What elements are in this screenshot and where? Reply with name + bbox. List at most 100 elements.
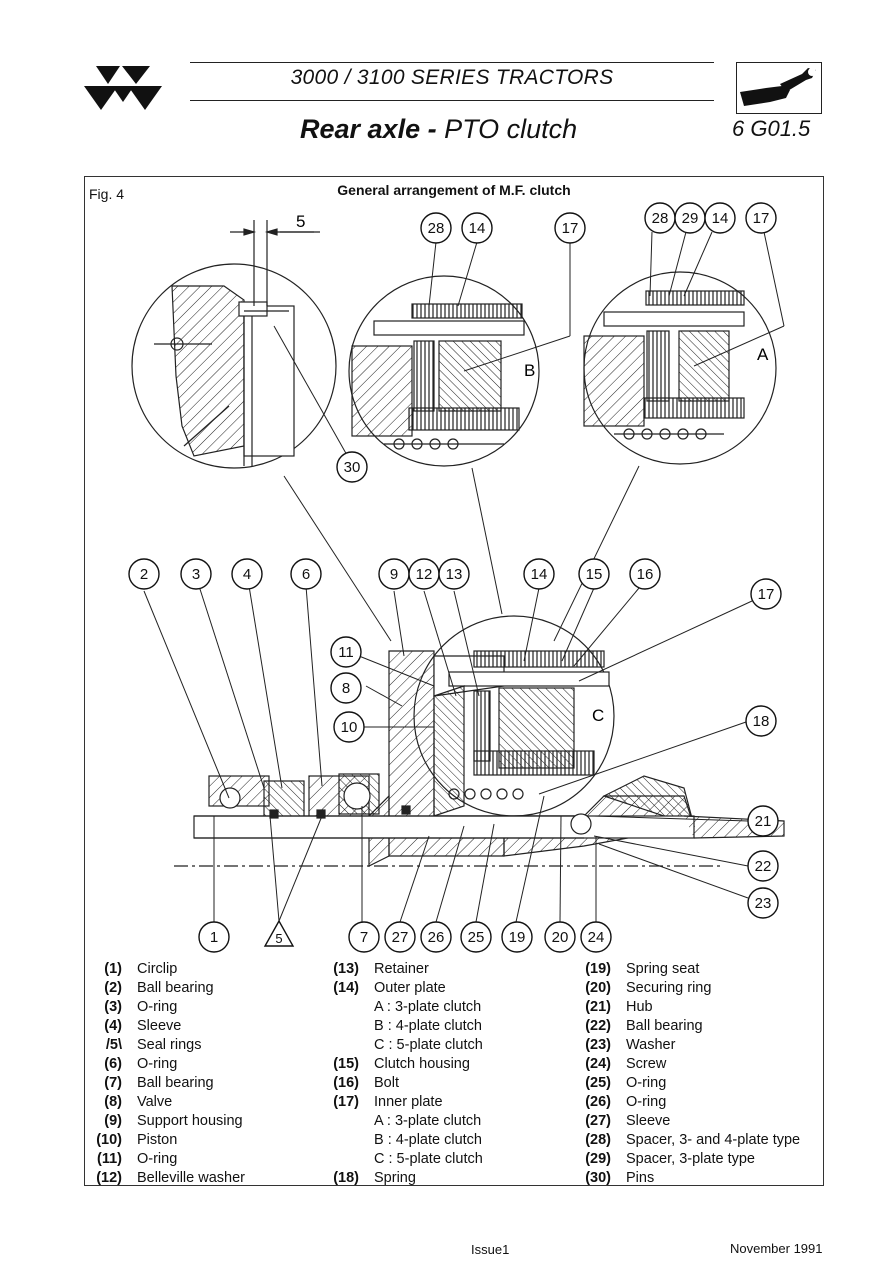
callout-15: 15 (586, 566, 603, 583)
legend-text: Ball bearing (626, 1018, 703, 1034)
legend-number: (29) (585, 1151, 611, 1167)
callout-14: 14 (531, 566, 548, 583)
legend-number: (26) (585, 1094, 611, 1110)
legend-text: Spacer, 3- and 4-plate type (626, 1132, 801, 1148)
legend-text: C : 5-plate clutch (374, 1037, 483, 1053)
legend-number: /5\ (105, 1037, 122, 1053)
legend-text: Seal rings (137, 1037, 202, 1053)
callout-10: 10 (341, 719, 358, 736)
callout-11: 11 (338, 644, 354, 661)
legend-text: Spacer, 3-plate type (626, 1151, 755, 1167)
callout-5: 5 (275, 931, 282, 946)
legend-text: B : 4-plate clutch (374, 1132, 482, 1148)
callout-30: 30 (344, 459, 361, 476)
legend-text: Sleeve (626, 1113, 671, 1129)
main-assembly-section (174, 615, 785, 867)
legend-number: (24) (585, 1056, 611, 1072)
legend-text: O-ring (137, 999, 178, 1015)
legend-text: Bolt (374, 1075, 399, 1091)
legend-number: (7) (104, 1075, 122, 1091)
callout-9: 9 (390, 566, 398, 583)
detail-circle-b (348, 275, 540, 467)
legend-number: (12) (96, 1170, 122, 1186)
legend-text: Spring seat (626, 961, 700, 977)
legend-number: (28) (585, 1132, 611, 1148)
legend-number: (8) (104, 1094, 122, 1110)
legend-text: O-ring (626, 1075, 667, 1091)
legend-number: (3) (104, 999, 122, 1015)
legend-number: (21) (585, 999, 611, 1015)
callout-14-b: 14 (469, 220, 486, 237)
callout-22: 22 (755, 858, 772, 875)
callout-8: 8 (342, 680, 350, 697)
callout-28-b: 28 (428, 220, 445, 237)
legend-text: O-ring (626, 1094, 667, 1110)
figure-label: Fig. 4 (89, 186, 125, 202)
callout-17: 17 (758, 586, 775, 603)
legend-number: (19) (585, 961, 611, 977)
legend-text: Outer plate (374, 980, 446, 996)
clutch-cross-section-drawing: 5 B A (128, 202, 785, 953)
legend-text: Pins (626, 1170, 655, 1186)
detail-letter-b: B (524, 361, 535, 380)
legend-number: (11) (97, 1151, 122, 1167)
legend-number: (20) (585, 980, 611, 996)
section-title: Rear axle - PTO clutch (300, 114, 578, 144)
footer-issue: Issue1 (471, 1242, 510, 1257)
figure-frame (84, 176, 824, 1186)
legend-text: B : 4-plate clutch (374, 1018, 482, 1034)
dimension-label: 5 (296, 212, 305, 231)
callout-2: 2 (140, 566, 148, 583)
detail-letter-c: C (592, 706, 604, 725)
legend-text: Valve (137, 1094, 173, 1110)
legend-number: (25) (585, 1075, 611, 1091)
legend-text: Securing ring (626, 980, 712, 996)
workshop-hand-wrench-icon (736, 62, 822, 114)
brand-logo-icon (84, 66, 162, 110)
figure-title: General arrangement of M.F. clutch (337, 182, 571, 198)
legend-text: Sleeve (137, 1018, 182, 1034)
detail-circle-pins (131, 220, 337, 469)
legend-text: Clutch housing (374, 1056, 470, 1072)
callout-24: 24 (588, 929, 605, 946)
legend-text: Piston (137, 1132, 178, 1148)
callout-7: 7 (360, 929, 368, 946)
callout-20: 20 (552, 929, 569, 946)
legend-text: C : 5-plate clutch (374, 1151, 483, 1167)
legend-text: Ball bearing (137, 1075, 214, 1091)
series-title: 3000 / 3100 SERIES TRACTORS (290, 66, 614, 89)
legend-text: Ball bearing (137, 980, 214, 996)
legend-text: Screw (626, 1056, 667, 1072)
legend-text: Belleville washer (137, 1170, 245, 1186)
legend-number: (10) (96, 1132, 122, 1148)
detail-circle-a (583, 271, 777, 465)
callout-28-a: 28 (652, 210, 669, 227)
callout-14-a: 14 (712, 210, 729, 227)
legend-text: Washer (626, 1037, 676, 1053)
header-rule-bottom (190, 100, 714, 101)
callout-circle-30 (336, 451, 368, 483)
callout-19: 19 (509, 929, 526, 946)
callout-18: 18 (753, 713, 770, 730)
legend-number: (18) (333, 1170, 359, 1186)
callout-23: 23 (755, 895, 772, 912)
callout-17-a: 17 (753, 210, 770, 227)
callout-triangle-5 (263, 919, 295, 947)
callout-16: 16 (637, 566, 654, 583)
legend-number: (15) (333, 1056, 359, 1072)
legend-text: A : 3-plate clutch (374, 1113, 482, 1129)
callout-4: 4 (243, 566, 251, 583)
callout-13: 13 (446, 566, 463, 583)
legend-text: Inner plate (374, 1094, 443, 1110)
legend-number: (2) (104, 980, 122, 996)
header-rule-top (190, 62, 714, 63)
callout-27: 27 (392, 929, 409, 946)
legend-number: (16) (333, 1075, 359, 1091)
legend-text: O-ring (137, 1056, 178, 1072)
page-reference: 6 G01.5 (732, 116, 811, 141)
leader-lines (143, 231, 785, 924)
legend-number: (6) (104, 1056, 122, 1072)
legend-text: Spring (374, 1170, 416, 1186)
legend-number: (4) (104, 1018, 122, 1034)
callout-12: 12 (416, 566, 433, 583)
